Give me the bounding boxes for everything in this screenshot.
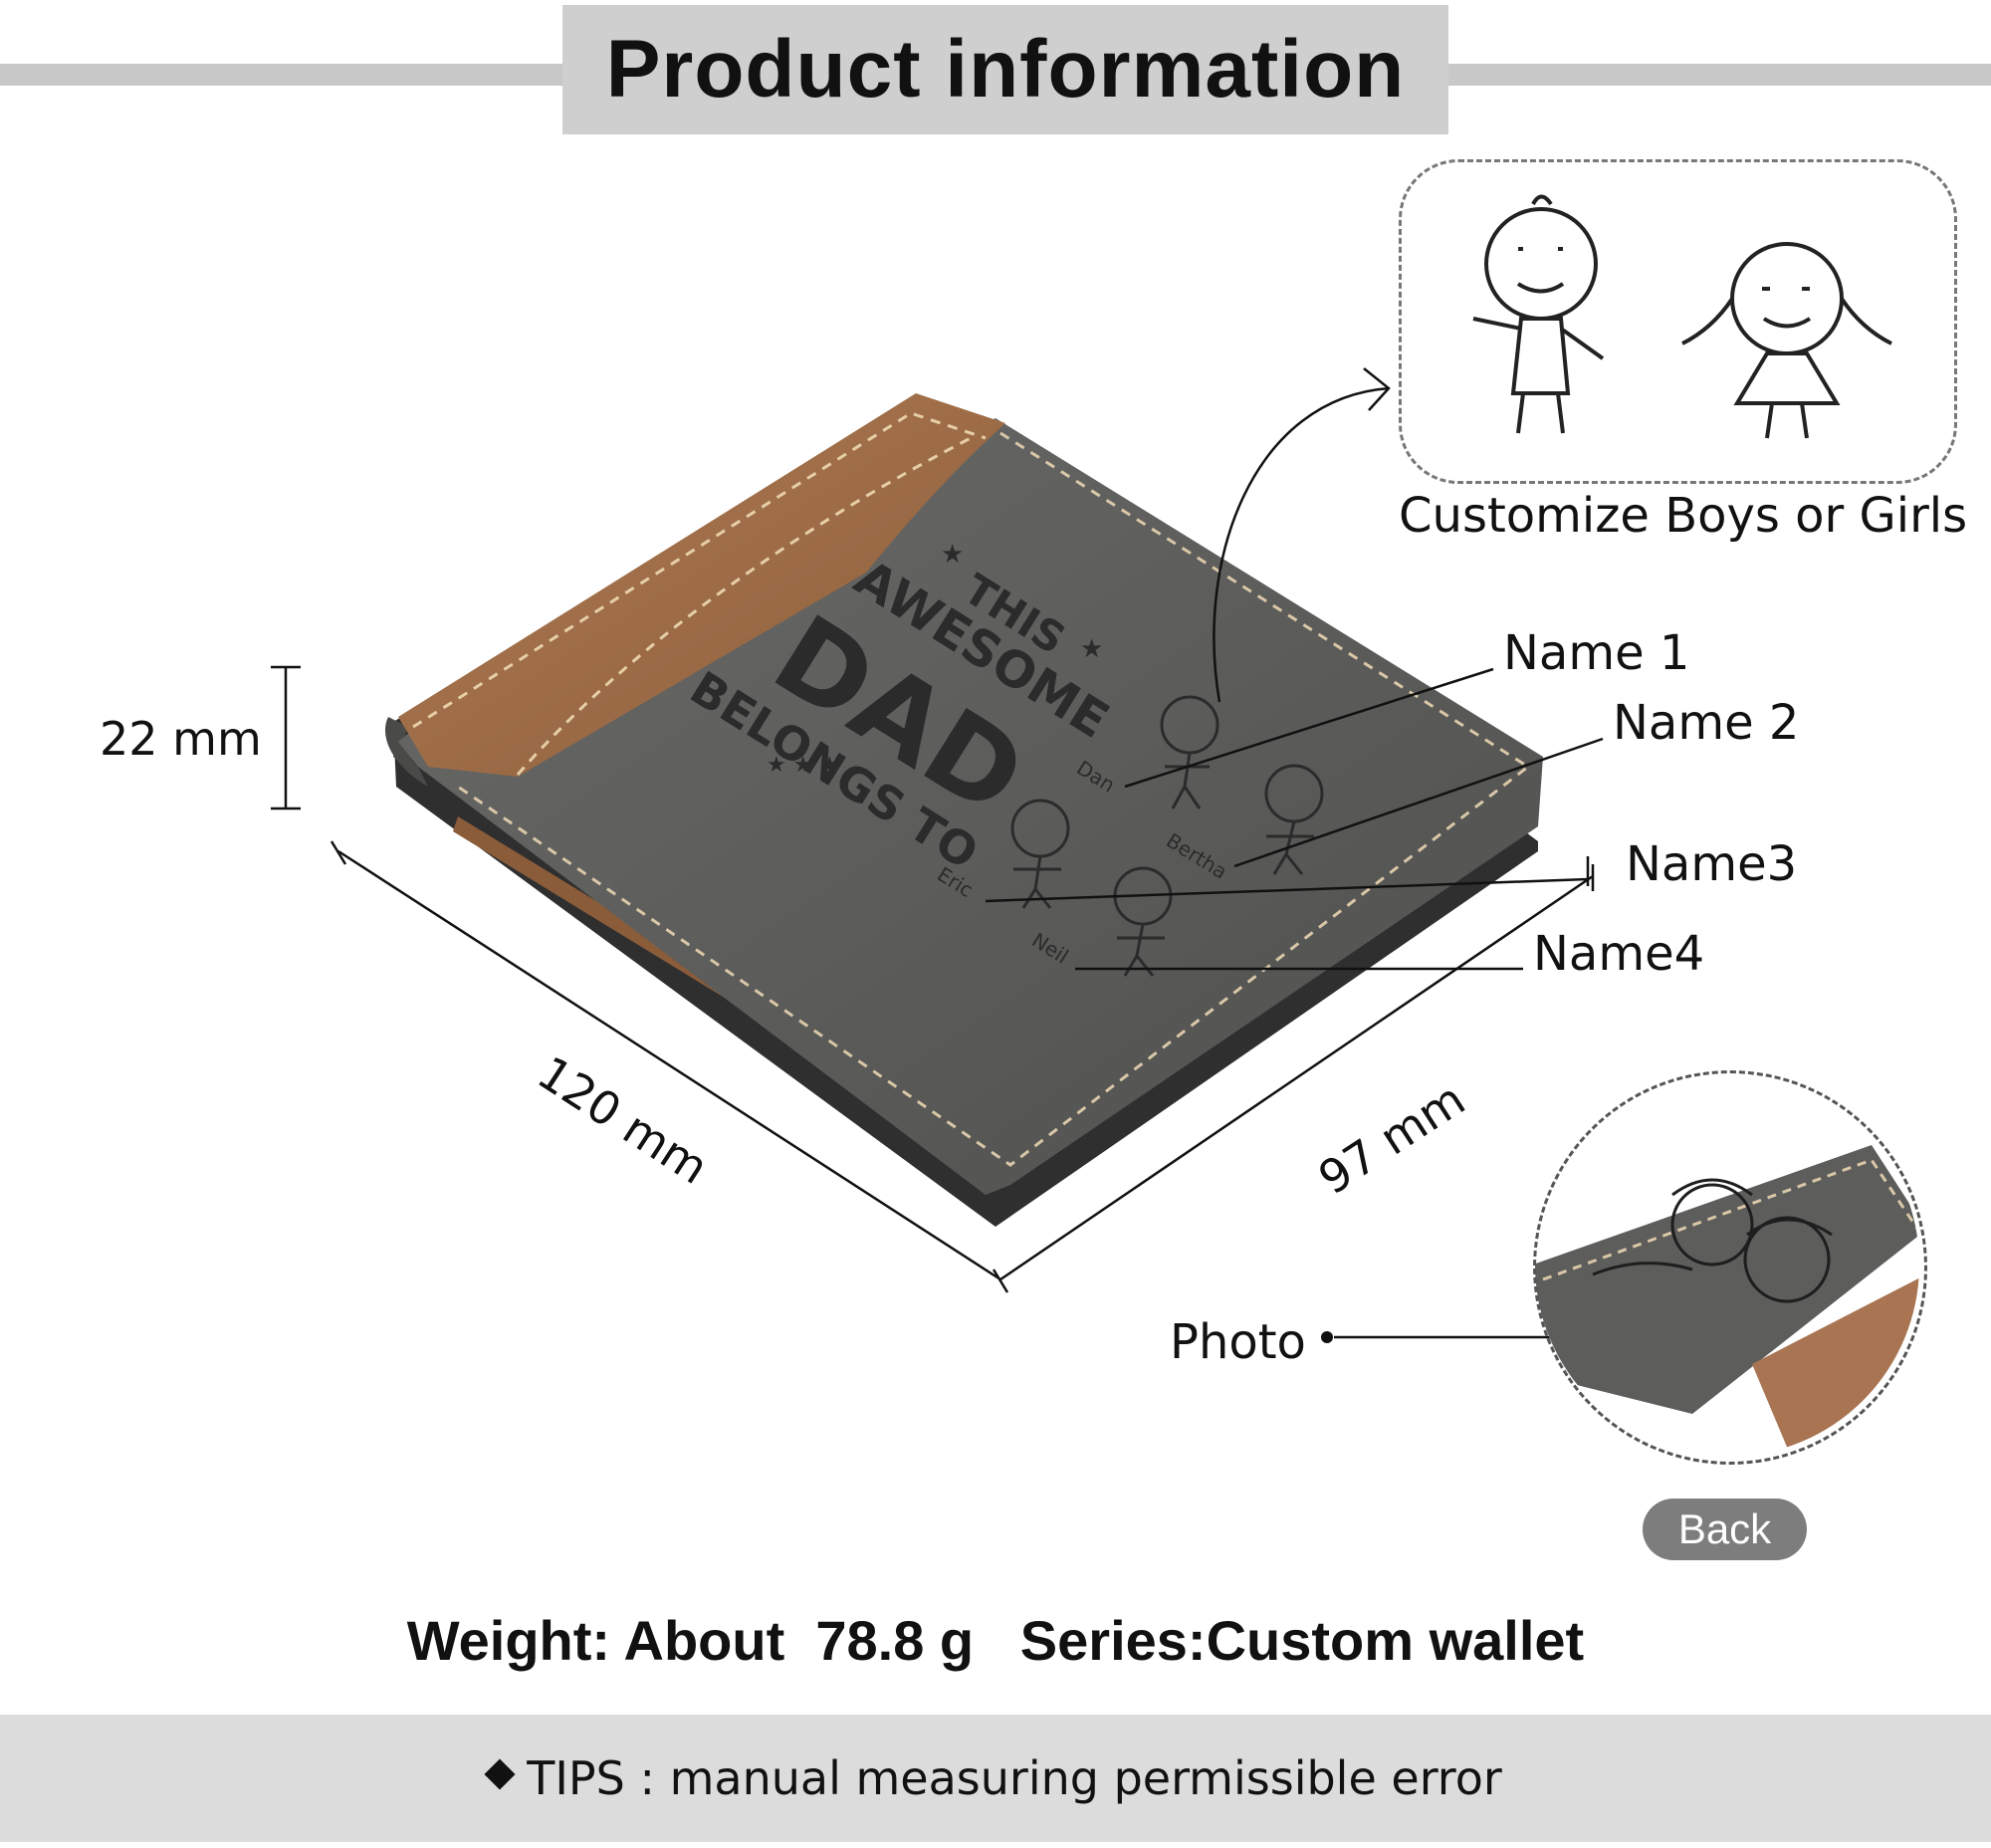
photo-preview-frame — [1533, 1070, 1927, 1465]
back-view-badge: Back — [1643, 1499, 1807, 1560]
name-2-label: Name 2 — [1613, 695, 1800, 751]
name-1-label: Name 1 — [1503, 625, 1690, 681]
specs-line: Weight: About 78.8 g Series:Custom walle… — [0, 1608, 1991, 1673]
customize-kids-panel — [1399, 159, 1957, 484]
header-rule-left — [0, 64, 562, 86]
header-rule-right — [1448, 64, 1991, 86]
weight-value: About 78.8 g — [623, 1609, 975, 1672]
engraving-star: ★ ★ ★ — [767, 753, 839, 778]
dimension-lines — [271, 665, 1595, 1293]
page-title: Product information — [605, 24, 1406, 115]
series-label: Series: — [1019, 1609, 1207, 1672]
boy-girl-doodles — [1472, 194, 1892, 439]
engraving-star: ★ — [941, 540, 964, 570]
header-banner: Product information — [562, 5, 1448, 134]
diamond-bullet-icon — [484, 1758, 516, 1790]
series-value: Custom wallet — [1206, 1609, 1585, 1672]
weight-label: Weight: — [406, 1609, 611, 1672]
name-3-label: Name3 — [1626, 836, 1798, 892]
callout-lines — [985, 367, 1604, 1339]
photo-label: Photo — [1170, 1314, 1306, 1370]
engraving-star: ★ — [1080, 634, 1103, 664]
name-4-label: Name4 — [1533, 926, 1705, 982]
tips-band: TIPS : manual measuring permissible erro… — [0, 1715, 1991, 1842]
wallet-stitching — [457, 431, 1531, 1167]
wallet-tan-panel — [398, 393, 1005, 777]
tips-text: TIPS : manual measuring permissible erro… — [527, 1751, 1502, 1805]
height-dimension-label: 22 mm — [100, 712, 262, 766]
customize-caption: Customize Boys or Girls — [1399, 488, 1968, 544]
photo-callout-dot — [1321, 1331, 1333, 1343]
